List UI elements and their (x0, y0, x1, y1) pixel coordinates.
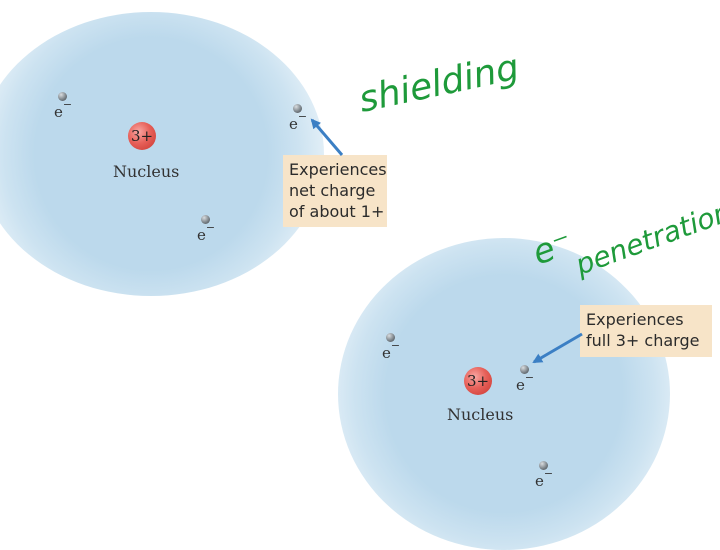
handwritten-electron-prefix: e⁻ (527, 223, 577, 274)
handwritten-shielding: shielding (355, 47, 522, 121)
arrow-bottom-callout (534, 334, 582, 362)
handwritten-penetration: penetration (570, 195, 720, 282)
arrow-top-callout (312, 120, 342, 155)
